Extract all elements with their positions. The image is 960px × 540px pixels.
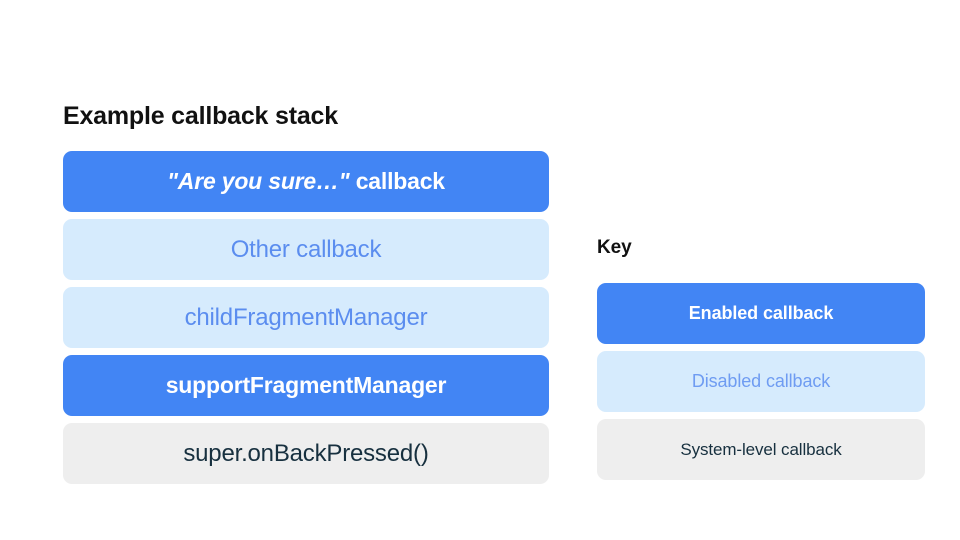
stack-item-are-you-sure-callback[interactable]: "Are you sure…" callback xyxy=(63,151,549,212)
legend-item-label: Disabled callback xyxy=(691,371,831,391)
stack-item-label-plain: callback xyxy=(349,168,445,194)
legend-item-disabled-callback: Disabled callback xyxy=(597,351,925,412)
stack-item-label: super.onBackPressed() xyxy=(183,439,429,467)
legend-item-label: System-level callback xyxy=(680,439,842,459)
key-legend-list: Enabled callback Disabled callback Syste… xyxy=(597,283,925,480)
stack-item-other-callback[interactable]: Other callback xyxy=(63,219,549,280)
stack-item-label-quoted: "Are you sure…" xyxy=(167,168,350,194)
legend-item-label: Enabled callback xyxy=(688,303,834,323)
key-section: Key Enabled callback Disabled callback S… xyxy=(597,236,925,480)
key-title: Key xyxy=(597,237,632,258)
stack-item-support-fragment-manager[interactable]: supportFragmentManager xyxy=(63,355,549,416)
stack-item-label: supportFragmentManager xyxy=(165,372,447,398)
legend-item-enabled-callback: Enabled callback xyxy=(597,283,925,344)
stack-item-label: Other callback xyxy=(230,235,382,263)
stack-item-label: childFragmentManager xyxy=(184,303,428,331)
page-title: Example callback stack xyxy=(63,102,338,130)
stack-item-child-fragment-manager[interactable]: childFragmentManager xyxy=(63,287,549,348)
legend-item-system-level-callback: System-level callback xyxy=(597,419,925,480)
stack-item-label: "Are you sure…" callback xyxy=(167,168,445,195)
stack-item-super-on-back-pressed[interactable]: super.onBackPressed() xyxy=(63,423,549,484)
callback-stack-section: Example callback stack "Are you sure…" c… xyxy=(63,101,549,484)
callback-stack-list: "Are you sure…" callback Other callback … xyxy=(63,151,549,484)
